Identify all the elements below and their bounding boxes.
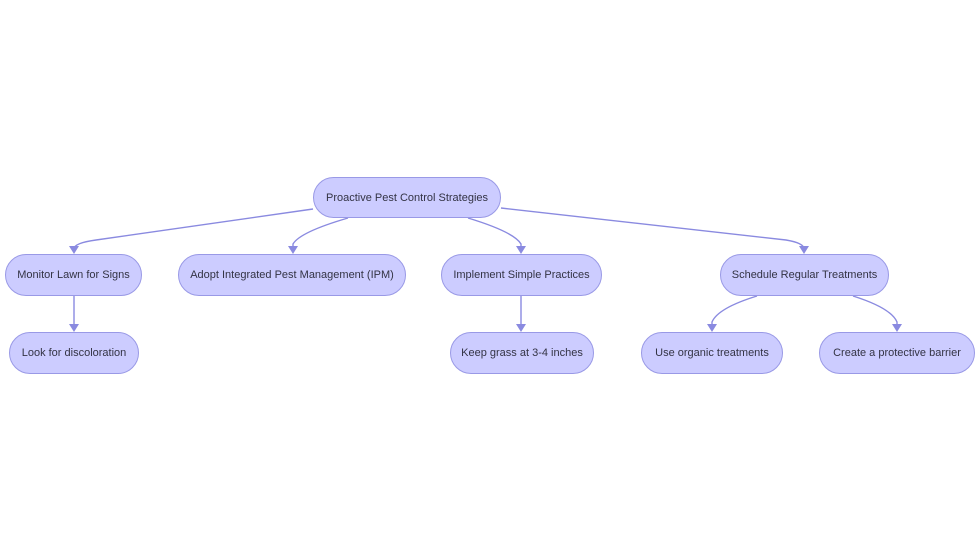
edge-root-to-simple <box>467 217 522 251</box>
edge-schedule-to-barrier <box>852 295 898 329</box>
node-adopt-ipm-label: Adopt Integrated Pest Management (IPM) <box>190 269 394 281</box>
node-protective-barrier[interactable]: Create a protective barrier <box>819 332 975 374</box>
node-organic-treatments-label: Use organic treatments <box>655 347 769 359</box>
node-monitor-lawn-label: Monitor Lawn for Signs <box>17 269 130 281</box>
node-protective-barrier-label: Create a protective barrier <box>833 347 961 359</box>
edge-root-to-monitor <box>73 208 314 251</box>
node-organic-treatments[interactable]: Use organic treatments <box>641 332 783 374</box>
arrowhead-ipm <box>288 246 298 254</box>
node-look-discoloration-label: Look for discoloration <box>21 347 127 359</box>
node-look-discoloration[interactable]: Look for discoloration <box>9 332 139 374</box>
arrowhead-grass <box>516 324 526 332</box>
arrowhead-barrier <box>892 324 902 332</box>
node-keep-grass[interactable]: Keep grass at 3-4 inches <box>450 332 594 374</box>
node-schedule-treatments-label: Schedule Regular Treatments <box>731 269 878 281</box>
node-keep-grass-label: Keep grass at 3-4 inches <box>461 347 583 359</box>
node-monitor-lawn[interactable]: Monitor Lawn for Signs <box>5 254 142 296</box>
edge-root-to-schedule <box>500 207 805 251</box>
node-simple-practices[interactable]: Implement Simple Practices <box>441 254 602 296</box>
node-root[interactable]: Proactive Pest Control Strategies <box>313 177 501 218</box>
edge-schedule-to-organic <box>711 295 758 329</box>
arrowhead-organic <box>707 324 717 332</box>
node-adopt-ipm[interactable]: Adopt Integrated Pest Management (IPM) <box>178 254 406 296</box>
edge-root-to-ipm <box>292 217 349 251</box>
node-simple-practices-label: Implement Simple Practices <box>453 269 590 281</box>
arrowhead-schedule <box>799 246 809 254</box>
arrowhead-simple <box>516 246 526 254</box>
node-schedule-treatments[interactable]: Schedule Regular Treatments <box>720 254 889 296</box>
node-root-label: Proactive Pest Control Strategies <box>325 191 489 204</box>
arrowhead-monitor <box>69 246 79 254</box>
arrowhead-discoloration <box>69 324 79 332</box>
